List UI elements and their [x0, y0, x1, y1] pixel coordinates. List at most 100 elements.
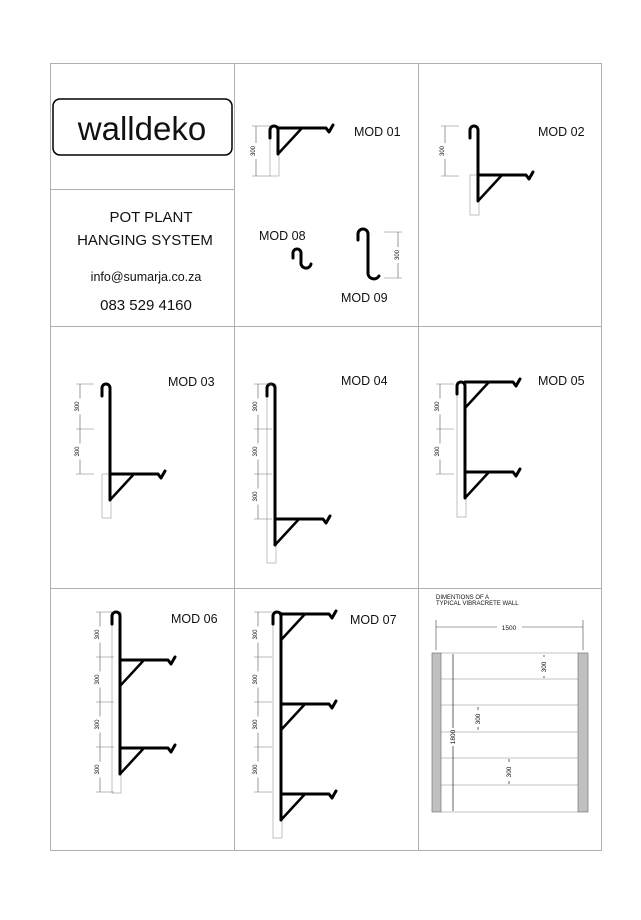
- module-8: MOD 08: [259, 229, 313, 270]
- hanging-rod: [455, 380, 467, 500]
- wall-height-label: 1800: [450, 729, 457, 744]
- dimension-label: 300: [253, 491, 259, 502]
- dimension-label-bg: [436, 398, 442, 415]
- dimension-label-bg: [394, 247, 401, 263]
- dimension-label-bg: [96, 716, 102, 733]
- logo-text: walldeko: [77, 110, 206, 147]
- logo: walldeko: [52, 98, 233, 156]
- dimension-label: 300: [75, 446, 81, 457]
- dimension-label: 300: [95, 674, 101, 685]
- module-3: 300 300 MOD 03: [75, 375, 215, 519]
- module-label: MOD 07: [350, 613, 397, 627]
- bracket-brace: [477, 174, 503, 202]
- wall-title-line-2: TYPICAL VIBRACRETE WALL: [436, 601, 519, 607]
- bracket-arm: [108, 469, 167, 480]
- dimension-label-bg: [441, 143, 447, 159]
- hanging-rod: [100, 382, 112, 502]
- module-label: MOD 05: [538, 374, 585, 388]
- hanging-rod: [110, 610, 122, 776]
- dimension-label: 300: [95, 629, 101, 640]
- dimension-label-bg: [96, 626, 102, 643]
- dimension-label-bg: [254, 443, 260, 460]
- dimension-label: 300: [95, 764, 101, 775]
- wall-title-line-1: DIMENTIONS OF A: [436, 595, 489, 601]
- dimension-label-bg: [96, 761, 102, 778]
- bracket-brace: [280, 613, 306, 641]
- dimension-label: 300: [251, 145, 257, 156]
- dimension-label: 300: [253, 446, 259, 457]
- module-label: MOD 06: [171, 612, 218, 626]
- bracket-brace: [109, 473, 135, 501]
- module-label: MOD 09: [341, 291, 388, 305]
- dimension-label: 300: [395, 249, 401, 260]
- module-label: MOD 03: [168, 375, 215, 389]
- module-label: MOD 02: [538, 125, 585, 139]
- dimension-label-bg: [96, 671, 102, 688]
- bracket-arm: [279, 699, 338, 710]
- bracket-arm: [118, 743, 177, 754]
- wall-panel-label: 300: [475, 713, 482, 724]
- title-line-2: HANGING SYSTEM: [77, 232, 213, 249]
- long-hook: [356, 227, 381, 281]
- dimension-label: 300: [75, 401, 81, 412]
- module-5: 300 300 MOD 05: [435, 374, 585, 518]
- bracket-brace: [464, 381, 490, 409]
- s-hook: [291, 247, 313, 270]
- module-2: 300 MOD 02: [440, 124, 585, 216]
- hanging-rod: [268, 124, 280, 156]
- module-4: 300 300 300 MOD 04: [253, 374, 388, 564]
- dimension-label-bg: [254, 671, 260, 688]
- dimension-label-bg: [254, 761, 260, 778]
- bracket-brace: [277, 127, 303, 155]
- dimension-label-bg: [254, 488, 260, 505]
- bracket-brace: [280, 793, 306, 821]
- module-1: 300 MOD 01: [251, 123, 401, 177]
- bracket-arm: [463, 467, 522, 478]
- title-line-1: POT PLANT: [109, 209, 192, 226]
- bracket-brace: [464, 471, 490, 499]
- wall-post-left: [431, 652, 442, 813]
- bracket-arm: [118, 655, 177, 666]
- hook-hole: [296, 252, 298, 254]
- hanging-rod: [271, 610, 283, 822]
- dimension-label-bg: [254, 398, 260, 415]
- bracket-arm: [476, 170, 535, 181]
- wall-post-right: [577, 652, 589, 813]
- bracket-brace: [274, 518, 300, 546]
- module-label: MOD 08: [259, 229, 306, 243]
- dimension-label: 300: [253, 719, 259, 730]
- dimension-label: 300: [435, 401, 441, 412]
- bracket-brace: [119, 659, 145, 687]
- wall-panel-label: 300: [506, 766, 513, 777]
- module-label: MOD 01: [354, 125, 401, 139]
- dimension-label: 300: [253, 674, 259, 685]
- dimension-label: 300: [435, 446, 441, 457]
- module-label: MOD 04: [341, 374, 388, 388]
- vibracrete-wall-diagram: DIMENTIONS OF A TYPICAL VIBRACRETE WALL …: [431, 595, 589, 813]
- dimension-label-bg: [76, 443, 82, 460]
- wall-panels: [441, 652, 578, 813]
- dimension-label-bg: [76, 398, 82, 415]
- grid-frame: [50, 63, 602, 851]
- bracket-arm: [463, 377, 522, 388]
- phone-text: 083 529 4160: [100, 297, 192, 314]
- dimension-label-bg: [436, 443, 442, 460]
- info-block: POT PLANT HANGING SYSTEM info@sumarja.co…: [77, 209, 213, 314]
- bracket-arm: [276, 123, 335, 134]
- wall-width-label: 1500: [502, 625, 517, 632]
- dimension-label: 300: [253, 401, 259, 412]
- dimension-label-bg: [254, 716, 260, 733]
- dimension-label-bg: [252, 143, 258, 159]
- wall-panel-label: 300: [541, 661, 548, 672]
- dimension-label: 300: [253, 764, 259, 775]
- hanging-rod: [468, 124, 480, 203]
- dimension-label-bg: [254, 626, 260, 643]
- bracket-arm: [279, 609, 338, 620]
- bracket-brace: [119, 747, 145, 775]
- dimension-label: 300: [440, 145, 446, 156]
- bracket-arm: [279, 789, 338, 800]
